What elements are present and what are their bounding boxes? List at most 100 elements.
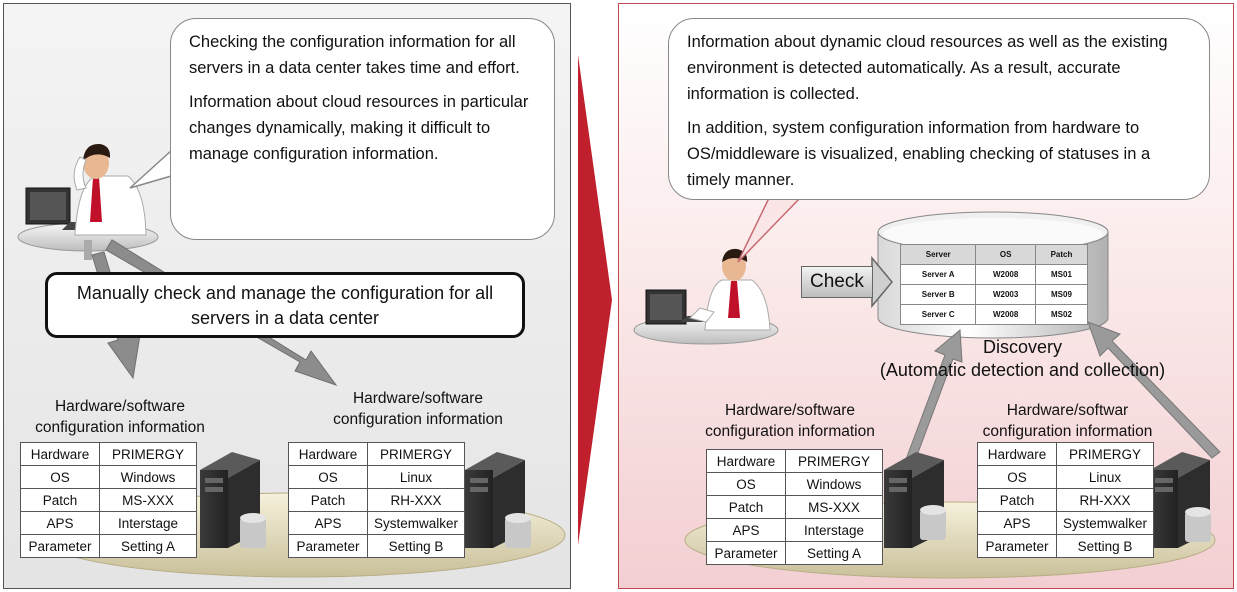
config-value: PRIMERGY	[785, 449, 883, 473]
db-header-cell: Server	[899, 244, 977, 265]
config-key: OS	[706, 472, 786, 496]
db-cell: Server A	[899, 264, 977, 285]
db-cell: W2003	[975, 284, 1036, 305]
right-speech-bubble: Information about dynamic cloud resource…	[668, 18, 1210, 200]
server-tower-a	[200, 452, 266, 548]
discovery-arrow-b	[1087, 321, 1221, 459]
config-key: APS	[288, 511, 368, 535]
server-tower-c	[884, 452, 946, 548]
config-value: Linux	[1056, 465, 1154, 489]
config-key: Hardware	[288, 442, 368, 466]
config-key: Hardware	[20, 442, 100, 466]
config-value: Systemwalker	[1056, 511, 1154, 535]
server-tower-d	[1150, 452, 1211, 548]
config-key: Parameter	[288, 534, 368, 558]
db-header-cell: OS	[975, 244, 1036, 265]
left-speech-bubble: Checking the configuration information f…	[170, 18, 555, 240]
config-value: Windows	[99, 465, 197, 489]
transition-arrow	[578, 55, 612, 545]
config-key: Parameter	[977, 534, 1057, 558]
config-key: Parameter	[706, 541, 786, 565]
server-tower-b	[465, 452, 531, 548]
discovery-subtitle: (Automatic detection and collection)	[879, 360, 1166, 380]
server-a-caption: Hardware/software configuration informat…	[35, 398, 205, 436]
config-value: Systemwalker	[367, 511, 465, 535]
confident-operator-figure	[633, 248, 779, 345]
config-value: PRIMERGY	[1056, 442, 1154, 466]
config-key: Hardware	[706, 449, 786, 473]
config-value: PRIMERGY	[367, 442, 465, 466]
check-arrow-label: Check	[801, 266, 873, 298]
server-c-caption: Hardware/software configuration informat…	[705, 402, 875, 440]
config-value: Setting B	[1056, 534, 1154, 558]
config-key: Patch	[706, 495, 786, 519]
config-value: PRIMERGY	[99, 442, 197, 466]
config-value: RH-XXX	[367, 488, 465, 512]
config-value: Interstage	[99, 511, 197, 535]
config-key: APS	[977, 511, 1057, 535]
config-value: Setting A	[785, 541, 883, 565]
server-b-caption: Hardware/software configuration informat…	[333, 390, 503, 428]
manual-check-callout: Manually check and manage the configurat…	[45, 272, 525, 338]
config-key: Patch	[288, 488, 368, 512]
right-bubble-text-1: Information about dynamic cloud resource…	[687, 33, 1168, 103]
db-cell: W2008	[975, 264, 1036, 285]
db-cell: MS02	[1034, 304, 1089, 325]
config-key: APS	[706, 518, 786, 542]
config-key: Parameter	[20, 534, 100, 558]
config-key: OS	[977, 465, 1057, 489]
config-value: MS-XXX	[99, 488, 197, 512]
config-key: OS	[288, 465, 368, 489]
discovery-title: Discovery	[982, 337, 1062, 357]
db-cell: Server C	[899, 304, 977, 325]
config-value: Setting A	[99, 534, 197, 558]
db-cell: W2008	[975, 304, 1036, 325]
config-key: Hardware	[977, 442, 1057, 466]
config-key: Patch	[20, 488, 100, 512]
worried-operator-figure	[17, 143, 159, 260]
db-cell: Server B	[899, 284, 977, 305]
config-value: Interstage	[785, 518, 883, 542]
config-key: Patch	[977, 488, 1057, 512]
server-d-caption: Hardware/softwar configuration informati…	[982, 402, 1153, 440]
db-cell: MS09	[1034, 284, 1089, 305]
config-value: Windows	[785, 472, 883, 496]
config-value: Setting B	[367, 534, 465, 558]
config-value: Linux	[367, 465, 465, 489]
config-key: APS	[20, 511, 100, 535]
right-bubble-text-2: In addition, system configuration inform…	[687, 119, 1151, 189]
db-header-cell: Patch	[1034, 244, 1089, 265]
left-bubble-text-2: Information about cloud resources in par…	[189, 93, 529, 163]
discovery-label: Discovery (Automatic detection and colle…	[840, 336, 1205, 382]
discovery-arrow-a	[904, 328, 963, 467]
config-value: MS-XXX	[785, 495, 883, 519]
config-value: RH-XXX	[1056, 488, 1154, 512]
config-key: OS	[20, 465, 100, 489]
